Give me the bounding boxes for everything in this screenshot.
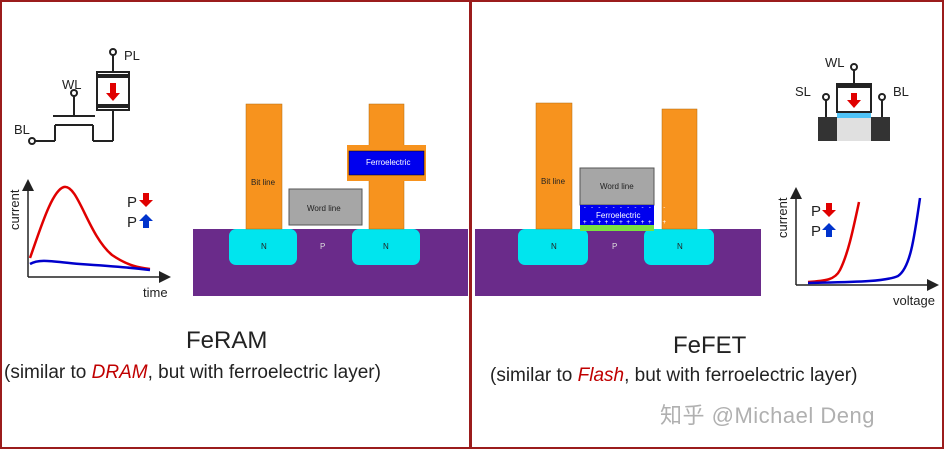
label-ferroelectric: Ferroelectric (596, 211, 640, 220)
ferroelectric-layer (580, 205, 654, 225)
label-p: P (612, 242, 617, 251)
label-ferroelectric: Ferroelectric (366, 158, 410, 167)
fefet-title: FeFET (673, 332, 747, 359)
label-p: P (320, 242, 325, 251)
fefet-caption: (similar to Flash, but with ferroelectri… (490, 365, 857, 387)
caption-prefix: (similar to (490, 365, 578, 386)
circuit-label-sl: SL (795, 84, 811, 99)
circuit-label-pl: PL (124, 48, 140, 63)
interface-layer (580, 225, 654, 231)
caption-suffix: , but with ferroelectric layer) (147, 362, 381, 383)
caption-highlight: DRAM (91, 362, 148, 383)
legend-arrow-down-icon (139, 193, 153, 207)
caption-prefix: (similar to (4, 362, 92, 383)
circuit-label-wl: WL (62, 77, 82, 92)
circuit-label-wl: WL (825, 55, 845, 70)
curve-p-down (28, 185, 151, 271)
n-well-left (229, 229, 297, 265)
word-line (288, 188, 363, 226)
feram-title: FeRAM (186, 327, 268, 354)
substrate (475, 229, 761, 296)
feram-device (193, 103, 468, 296)
legend-label-down: P (811, 203, 821, 220)
svg-text:+ + + + + + + + + + + +: + + + + + + + + + + + + (583, 219, 666, 226)
legend-label-up: P (811, 223, 821, 240)
n-well-right (352, 229, 420, 265)
word-line-gate (579, 167, 655, 206)
legend-arrow-up-icon (822, 223, 836, 237)
legend-label-down: P (127, 194, 137, 211)
n-well-left (518, 229, 588, 265)
label-word-line: Word line (307, 204, 341, 213)
graph-xlabel: time (143, 285, 168, 300)
feram-graph (22, 179, 171, 283)
caption-suffix: , but with ferroelectric layer) (624, 365, 858, 386)
source-line (661, 108, 698, 230)
circuit-label-bl: BL (893, 84, 909, 99)
polarization-down-icon (847, 93, 861, 108)
watermark: 知乎 @Michael Deng (660, 403, 875, 428)
label-n-right: N (383, 242, 389, 251)
caption-highlight: Flash (577, 365, 625, 386)
curve-p-up (807, 197, 922, 285)
label-bit-line: Bit line (541, 177, 566, 186)
n-well-right (644, 229, 714, 265)
feram-caption: (similar to DRAM, but with ferroelectric… (4, 362, 381, 384)
legend-arrow-up-icon (139, 214, 153, 228)
center-divider (469, 0, 472, 449)
graph-ylabel: current (7, 189, 22, 230)
legend-label-up: P (127, 214, 137, 231)
svg-text:- - - - - - - - - - - -: - - - - - - - - - - - - (583, 204, 666, 211)
curve-p-up (29, 259, 151, 272)
label-word-line: Word line (600, 182, 634, 191)
fefet-device (475, 102, 761, 296)
charge-markers: - - - - - - - - - - - - + + + + + + + + … (583, 204, 666, 226)
polarization-down-icon (106, 83, 120, 101)
circuit-label-bl: BL (14, 122, 30, 137)
fefet-graph (790, 187, 939, 291)
label-n-right: N (677, 242, 683, 251)
bit-line (535, 102, 573, 230)
label-bit-line: Bit line (251, 178, 276, 187)
feram-circuit (28, 48, 130, 145)
ferroelectric-layer (348, 150, 425, 176)
graph-ylabel: current (775, 197, 790, 238)
legend-arrow-down-icon (822, 203, 836, 217)
label-n-left: N (551, 242, 557, 251)
bit-line (245, 103, 283, 230)
curve-p-down (807, 201, 861, 284)
graph-xlabel: voltage (893, 293, 935, 308)
label-n-left: N (261, 242, 267, 251)
fefet-circuit (818, 63, 890, 141)
